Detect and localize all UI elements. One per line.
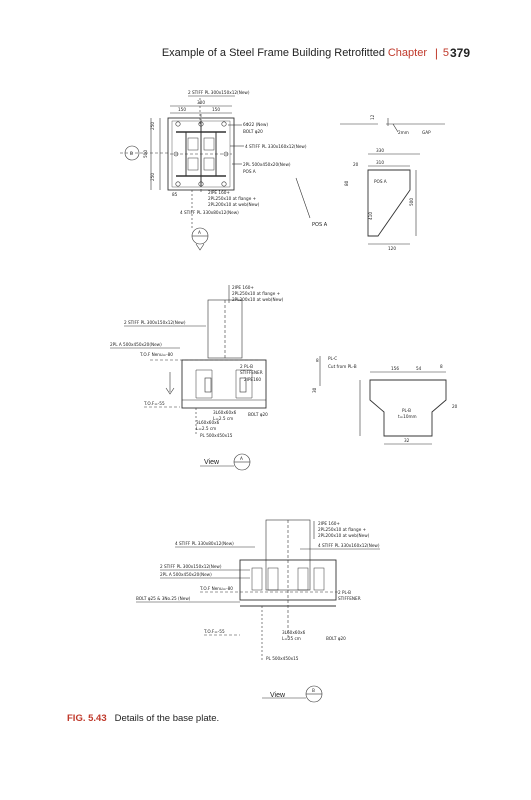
plan-callout-b: B: [130, 151, 133, 156]
plc-cut-note: Cut from PL-B: [328, 364, 357, 369]
plan-dim-150-right: 150: [212, 107, 220, 112]
elevB-bolt-right: BOLT φ20: [326, 636, 346, 641]
elevA-tof-2: T.O.F=-55: [143, 401, 165, 406]
plan-col-note-3: 2PL200x10 at web(New): [208, 202, 260, 207]
elevA-col-note-1: 2IPE 160+: [232, 285, 254, 290]
elevA-col-note-3: 2PL200x10 at web(New): [232, 297, 284, 302]
elevation-b: 2IPE 160+ 2PL250x10 at flange + 2PL200x1…: [136, 519, 380, 703]
plc-dim-20: 20: [452, 404, 458, 409]
plan-dim-250-top: 250: [150, 122, 155, 130]
posa-dim-80: 80: [344, 180, 349, 186]
plan-dim-150-left: 150: [178, 107, 186, 112]
page-number: 379: [449, 46, 470, 60]
plc-pl-b: PL-B: [402, 408, 411, 413]
elevB-stiff-right: 4 STIFF PL 330x160x12(New): [318, 543, 380, 548]
elevA-pl-note: 2PL A 500x450x20(New): [110, 342, 162, 347]
plc-dim-8b: 8: [440, 364, 443, 369]
posa-detail: 12 2mm GAP 330 20 310 POS A 80 410 500 1…: [295, 114, 445, 251]
page-header: Example of a Steel Frame Building Retrof…: [0, 44, 531, 64]
elevB-bolt-left: BOLT φ25 & 3No.25 (New): [136, 596, 191, 601]
plan-pl-note-2: POS A: [243, 169, 256, 174]
elevA-pl-b: 2 PL-B: [240, 364, 253, 369]
figure-label: FIG. 5.43: [67, 713, 107, 724]
elevB-stiffener: STIFFENER: [338, 596, 361, 601]
plan-dim-85: 85: [172, 192, 178, 197]
elevA-weld-4: L=2.5 cm: [196, 426, 216, 431]
posa-dim-12: 12: [370, 114, 375, 120]
figure-caption-text: Details of the base plate.: [114, 713, 220, 724]
plan-stiff-bot-note: 4 STIFF PL 330x80x12(New): [180, 210, 239, 215]
elevB-base-plate: PL 500x450x15: [266, 656, 299, 661]
plan-col-note-2: 2PL250x10 at flange +: [208, 196, 257, 201]
elevB-stiff-2: 2 STIFF PL 300x150x12(New): [160, 564, 222, 569]
plc-pl-b-sub: t=10mm: [398, 414, 417, 419]
posa-label-bottom: POS A: [312, 222, 328, 228]
elevation-a: 2IPE 160+ 2PL250x10 at flange + 2PL200x1…: [110, 285, 284, 471]
elevB-col-note-1: 2IPE 160+: [318, 521, 340, 526]
posa-dim-330: 330: [376, 148, 384, 153]
elevB-pl-b: 2 PL-B: [338, 590, 351, 595]
posa-dim-310: 310: [376, 160, 384, 165]
posa-dim-410: 410: [368, 212, 373, 220]
plan-dim-300: 300: [197, 100, 205, 105]
elevB-col-note-3: 2PL200x10 at web(New): [318, 533, 370, 538]
header-separator: |: [434, 46, 438, 60]
elevA-stiffener: STIFFENER: [240, 370, 263, 375]
elevB-pl-note: 2PL A 500x450x20(New): [160, 572, 212, 577]
posa-dim-500: 500: [409, 198, 414, 206]
elevB-view-callout: B: [312, 688, 315, 693]
plan-stiff-mid-note: 4 STIFF PL 330x160x12(New): [245, 144, 307, 149]
plc-dim-54: 54: [416, 366, 422, 371]
plc-label: PL-C: [328, 356, 337, 361]
plan-dim-500: 500: [143, 150, 148, 158]
running-title: Example of a Steel Frame Building Retrof…: [161, 47, 385, 59]
posa-gap-label: GAP: [422, 130, 431, 135]
plan-pl-note-1: 2PL 500x450x20(New): [243, 162, 291, 167]
posa-gap-2mm: 2mm: [398, 130, 409, 135]
posa-dim-20: 20: [353, 162, 359, 167]
elevA-base-plate: PL 500x450x15: [200, 433, 233, 438]
plan-col-note-1: 2IPE 160+: [208, 190, 230, 195]
elevA-col-note-2: 2PL250x10 at flange +: [232, 291, 281, 296]
elevA-tof: T.O.F Nenu=-80: [139, 352, 173, 357]
plan-dim-250-bottom: 250: [150, 173, 155, 181]
plan-bolt-note-2: BOLT φ20: [243, 129, 263, 134]
elevA-ipe: 2IPE160: [244, 377, 261, 382]
elevB-col-note-2: 2PL250x10 at flange +: [318, 527, 367, 532]
elevA-stiff-note: 2 STIFF PL 300x150x12(New): [124, 320, 186, 325]
elevA-view-label: View: [204, 459, 220, 466]
posa-label: POS A: [374, 179, 387, 184]
chapter-label: Chapter: [387, 47, 427, 59]
chapter-number: 5: [442, 47, 449, 59]
plan-bolt-note-1: 6Φ22 (New): [243, 122, 268, 127]
elevB-tof-2: T.O.F=-55: [203, 629, 225, 634]
plc-dim-32: 32: [404, 438, 410, 443]
plc-detail: PL-C Cut from PL-B 8 30 156 54 8 PL-B t=…: [312, 356, 458, 445]
plan-stiff-top-note: 2 STIFF PL 300x150x12(New): [188, 90, 250, 95]
elevB-weld-2: L=25 cm: [282, 636, 301, 641]
plan-callout-a: A: [198, 230, 201, 235]
plc-dim-8: 8: [316, 358, 319, 363]
plc-dim-30: 30: [312, 387, 317, 393]
posa-dim-120: 120: [388, 246, 396, 251]
plc-dim-156: 156: [391, 366, 399, 371]
elevA-bolt: BOLT φ20: [248, 412, 268, 417]
elevB-stiff-left: 4 STIFF PL 330x80x12(New): [175, 541, 234, 546]
elevA-weld-3: 3L60x60x6: [196, 420, 220, 425]
elevB-tof: T.O.F Nenu=-80: [199, 586, 233, 591]
figure-caption: FIG. 5.43 Details of the base plate.: [67, 713, 219, 724]
elevA-weld-1: 3L60x60x6: [213, 410, 237, 415]
elevA-view-callout: A: [240, 456, 243, 461]
elevB-weld-1: 3L60x60x6: [282, 630, 306, 635]
elevB-view-label: View: [270, 692, 286, 699]
elevA-weld-2: L=2.5 cm: [213, 416, 233, 421]
plan-view: 2 STIFF PL 300x150x12(New) 300 150 150 2…: [120, 90, 307, 251]
